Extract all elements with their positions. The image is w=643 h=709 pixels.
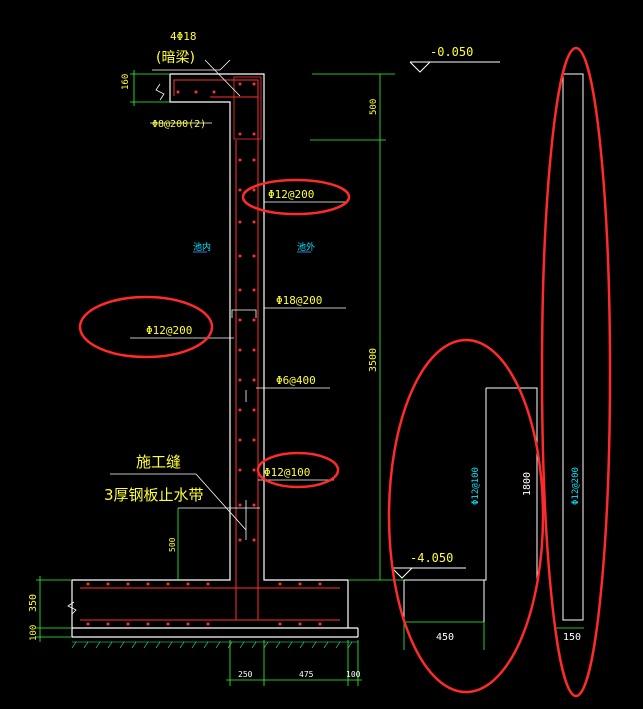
- rebar-inner-left-label: Φ12@200: [146, 324, 192, 337]
- strip-1: [403, 387, 538, 622]
- blinding-label: 100: [29, 625, 39, 641]
- construction-joint-label: 施工缝: [136, 453, 181, 471]
- dim-475-label: 475: [299, 670, 314, 679]
- highlight-rebar-bottom: [256, 451, 340, 489]
- highlight-ellipses: [78, 46, 612, 698]
- break-marks: [67, 83, 165, 615]
- rebar-outer-bottom-label: Φ12@100: [264, 466, 310, 479]
- elev-top-label: -0.050: [430, 45, 473, 59]
- elevation-markers: [391, 61, 500, 579]
- dim-150-label: 150: [563, 632, 581, 643]
- pool-outside-label: 池外: [297, 241, 315, 253]
- slab-thickness-label: 160: [121, 74, 131, 90]
- pool-inside-label: 池内: [193, 241, 211, 253]
- waterstop-label: 3厚钢板止水带: [104, 486, 204, 504]
- dim-3500-label: 3500: [368, 348, 379, 372]
- dim-450-label: 450: [436, 632, 454, 643]
- top-beam-bars-label: 4Φ18: [170, 30, 197, 43]
- stirrup-label: Φ8@200(2): [152, 119, 206, 130]
- wall-outline: [71, 73, 359, 638]
- top-beam-name-label: (暗梁): [156, 50, 195, 66]
- strip-2: [562, 73, 584, 621]
- strip1-rebar-label: Φ12@100: [471, 467, 481, 505]
- strip2-rebar-label: Φ12@200: [571, 467, 581, 505]
- tie-label: Φ6@400: [276, 374, 316, 387]
- highlight-rebar-top: [241, 178, 351, 216]
- dim-1800-label: 1800: [522, 472, 533, 496]
- dim-250-label: 250: [238, 670, 253, 679]
- highlight-strip-1: [387, 338, 545, 694]
- highlight-strip-2: [540, 46, 612, 698]
- highlight-rebar-left: [78, 295, 214, 359]
- rebar-horizontal-label: Φ18@200: [276, 294, 322, 307]
- ground-hatch: [71, 641, 358, 649]
- elev-bottom-label: -4.050: [410, 551, 453, 565]
- dim-500-top-label: 500: [369, 99, 379, 115]
- dim-500-low-label: 500: [168, 537, 177, 552]
- rebar-dots: [86, 82, 322, 626]
- base-thickness-label: 350: [28, 594, 39, 612]
- leader-lines: [110, 59, 346, 540]
- dim-100-label: 100: [346, 670, 361, 679]
- rebar-lines: [80, 79, 340, 621]
- rebar-outer-top-label: Φ12@200: [268, 188, 314, 201]
